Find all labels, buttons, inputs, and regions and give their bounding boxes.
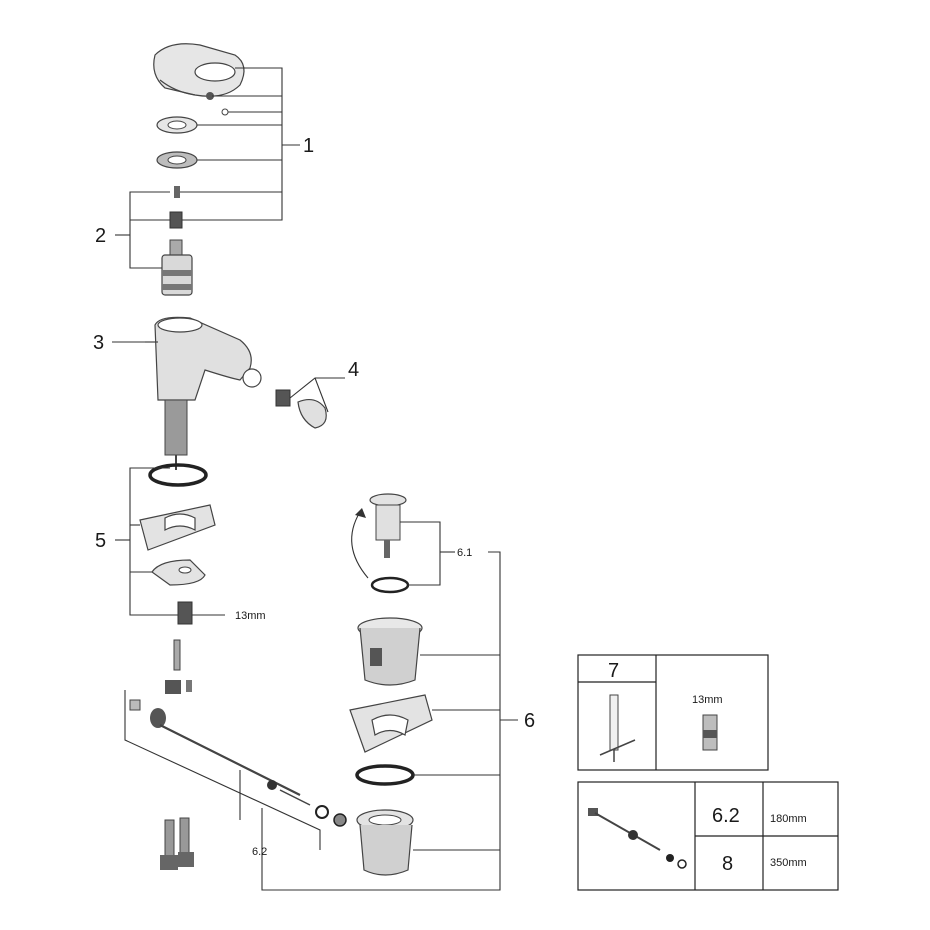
grub-screw	[206, 92, 229, 116]
cover-ring-upper	[156, 116, 198, 134]
callout-8: 8	[722, 853, 733, 875]
tap-body	[145, 316, 262, 470]
callout-3: 3	[93, 332, 104, 354]
waste-o-ring	[355, 764, 415, 786]
callout-1: 1	[303, 135, 314, 157]
callout-6-1: 6.1	[457, 547, 472, 559]
spare-nut	[702, 714, 718, 751]
plug-seal	[370, 576, 410, 594]
wrench-size-7: 13mm	[692, 694, 723, 706]
callout-2: 2	[95, 225, 106, 247]
box-6-2-8	[577, 781, 839, 891]
small-screw	[174, 186, 180, 198]
horseshoe-washer	[151, 559, 206, 586]
support-shield	[139, 504, 216, 551]
rod-length-6-2: 180mm	[770, 813, 807, 825]
rod-illustration	[588, 808, 687, 869]
callout-4: 4	[348, 359, 359, 381]
rod-length-8: 350mm	[770, 857, 807, 869]
wrench-size-5: 13mm	[235, 610, 266, 622]
o-ring-5	[148, 463, 208, 487]
waste-shield	[349, 694, 433, 753]
waste-nut	[356, 809, 414, 876]
leader-lines	[112, 67, 518, 891]
waste-body	[357, 617, 423, 686]
flexible-hoses	[160, 817, 194, 870]
cover-ring-lower	[156, 151, 198, 169]
tool-key	[599, 694, 636, 762]
callout-6: 6	[524, 710, 535, 732]
lever-handle	[153, 43, 245, 97]
callout-5: 5	[95, 530, 106, 552]
diverter-knob	[275, 389, 327, 429]
rotation-arrow	[351, 511, 369, 579]
adapter	[169, 211, 183, 229]
callout-6-2-box: 6.2	[712, 805, 740, 827]
cartridge	[161, 239, 193, 296]
fixing-nut	[177, 601, 193, 625]
callout-6-2: 6.2	[252, 846, 267, 858]
pull-rod-assembly	[129, 639, 347, 827]
callout-7: 7	[608, 660, 619, 682]
pop-up-plug	[369, 493, 407, 558]
